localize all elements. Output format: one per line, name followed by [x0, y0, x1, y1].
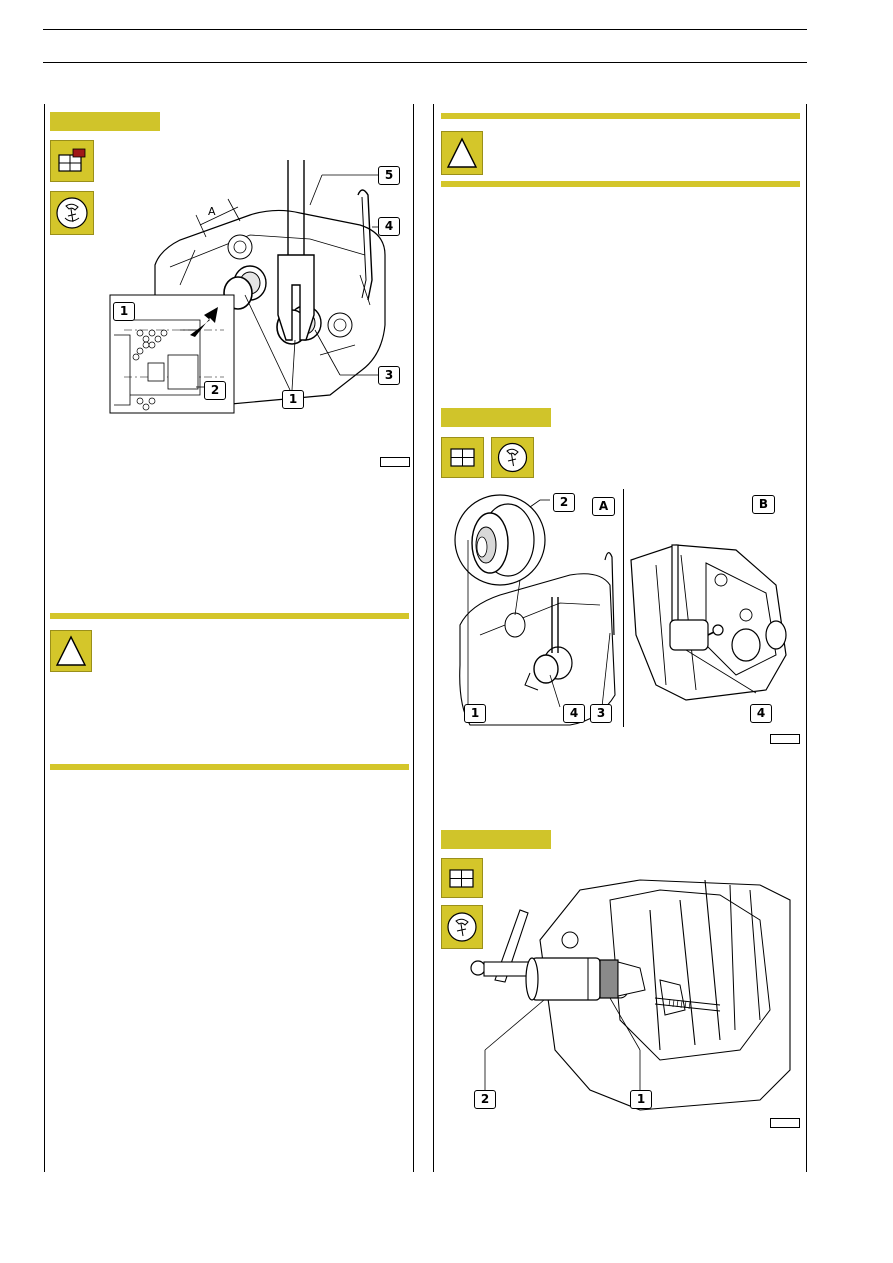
callout-5: 5: [378, 166, 400, 185]
left-column-border-right: [413, 104, 414, 1172]
view-label-a: A: [592, 497, 615, 516]
tool-icon: [50, 191, 94, 235]
header-rule-top: [43, 29, 807, 30]
callout-2: 2: [474, 1090, 496, 1109]
warning-triangle-icon: [50, 630, 92, 672]
callout-4: 4: [563, 704, 585, 723]
figure-caliper-piston-press: [470, 879, 791, 1111]
callout-3: 3: [590, 704, 612, 723]
callout-4-view-b: 4: [750, 704, 772, 723]
left-column-border-left: [44, 104, 45, 1172]
right-column-border-right: [806, 104, 807, 1172]
view-divider: [623, 489, 624, 727]
warning-rule-top: [441, 113, 800, 119]
header-rule-bottom: [43, 62, 807, 63]
tool-icon: [491, 437, 534, 478]
view-label-b: B: [752, 495, 775, 514]
callout-1-inset: 1: [113, 302, 135, 321]
figure-caliper-pistons: A: [109, 160, 386, 414]
callout-1: 1: [464, 704, 486, 723]
callout-2: 2: [553, 493, 575, 512]
section-heading-tab: [441, 408, 551, 427]
callout-3: 3: [378, 366, 400, 385]
warning-rule-bottom: [50, 764, 409, 770]
callout-4: 4: [378, 217, 400, 236]
figure-reference-box: [770, 1118, 800, 1128]
warning-triangle-icon: [441, 131, 483, 175]
figure-view-a: [454, 494, 616, 726]
assembly-diagram-icon: [441, 437, 484, 478]
section-heading-tab: [441, 830, 551, 849]
warning-rule-top: [50, 613, 409, 619]
callout-1: 1: [630, 1090, 652, 1109]
section-heading-tab: [50, 112, 160, 131]
right-column-border-left: [433, 104, 434, 1172]
figure-reference-box: [380, 457, 410, 467]
dimension-label: A: [208, 205, 216, 218]
assembly-diagram-icon: [50, 140, 94, 182]
warning-rule-bottom: [441, 181, 800, 187]
callout-2: 2: [204, 381, 226, 400]
figure-view-b: [630, 544, 787, 701]
figure-reference-box: [770, 734, 800, 744]
tool-icon: [441, 905, 483, 949]
callout-1: 1: [282, 390, 304, 409]
assembly-diagram-icon: [441, 858, 483, 898]
